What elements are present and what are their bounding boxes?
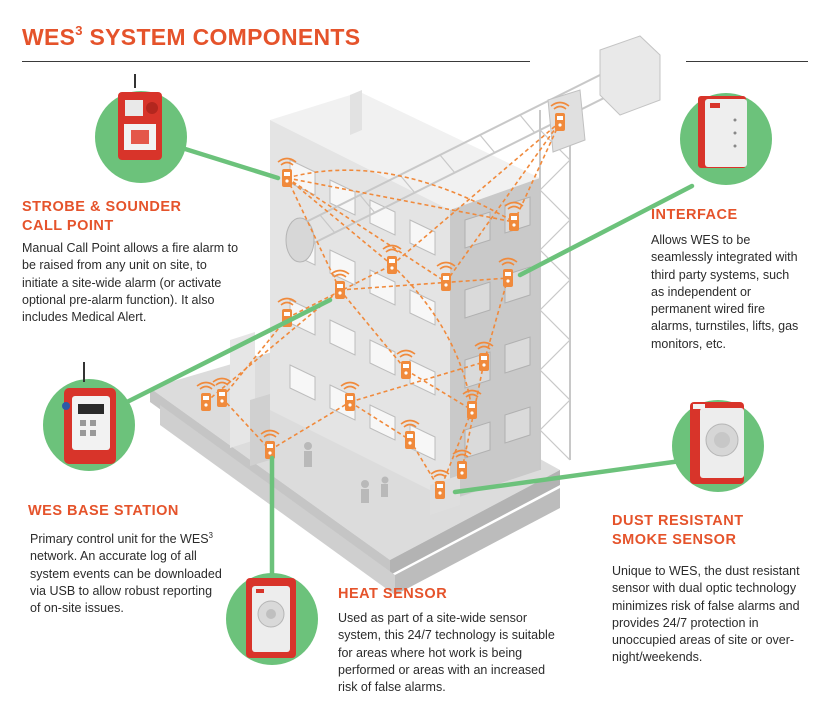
crane-counterweight bbox=[285, 35, 661, 263]
strobe-heading: STROBE & SOUNDER CALL POINT bbox=[22, 199, 182, 234]
heat-sensor-icon bbox=[226, 573, 318, 665]
title-rule-right bbox=[686, 61, 808, 62]
interface-unit-icon bbox=[680, 93, 772, 185]
call-point-icon bbox=[95, 74, 187, 183]
wireless-mesh-links bbox=[205, 121, 561, 491]
smoke-sensor-icon bbox=[672, 400, 764, 492]
tower-crane bbox=[289, 54, 651, 470]
page-title: WES3 SYSTEM COMPONENTS bbox=[22, 23, 361, 50]
heat-sensor-description: Used as part of a site-wide sensor syste… bbox=[338, 611, 555, 695]
base-station-description: Primary control unit for the WES3 networ… bbox=[30, 531, 222, 616]
site-workers bbox=[304, 442, 389, 503]
interface-description: Allows WES to be seamlessly integrated w… bbox=[651, 233, 799, 351]
interface-heading: INTERFACE bbox=[651, 207, 738, 223]
heat-sensor-heading: HEAT SENSOR bbox=[338, 586, 448, 602]
smoke-sensor-heading: DUST RESISTANT SMOKE SENSOR bbox=[612, 513, 744, 548]
base-station-icon bbox=[43, 362, 135, 471]
strobe-description: Manual Call Point allows a fire alarm to… bbox=[22, 241, 239, 325]
base-station-heading: WES BASE STATION bbox=[28, 503, 179, 519]
smoke-sensor-description: Unique to WES, the dust resistant sensor… bbox=[612, 564, 800, 665]
callout-connectors bbox=[112, 145, 695, 583]
title-rule-left bbox=[22, 61, 530, 62]
building bbox=[270, 90, 540, 500]
